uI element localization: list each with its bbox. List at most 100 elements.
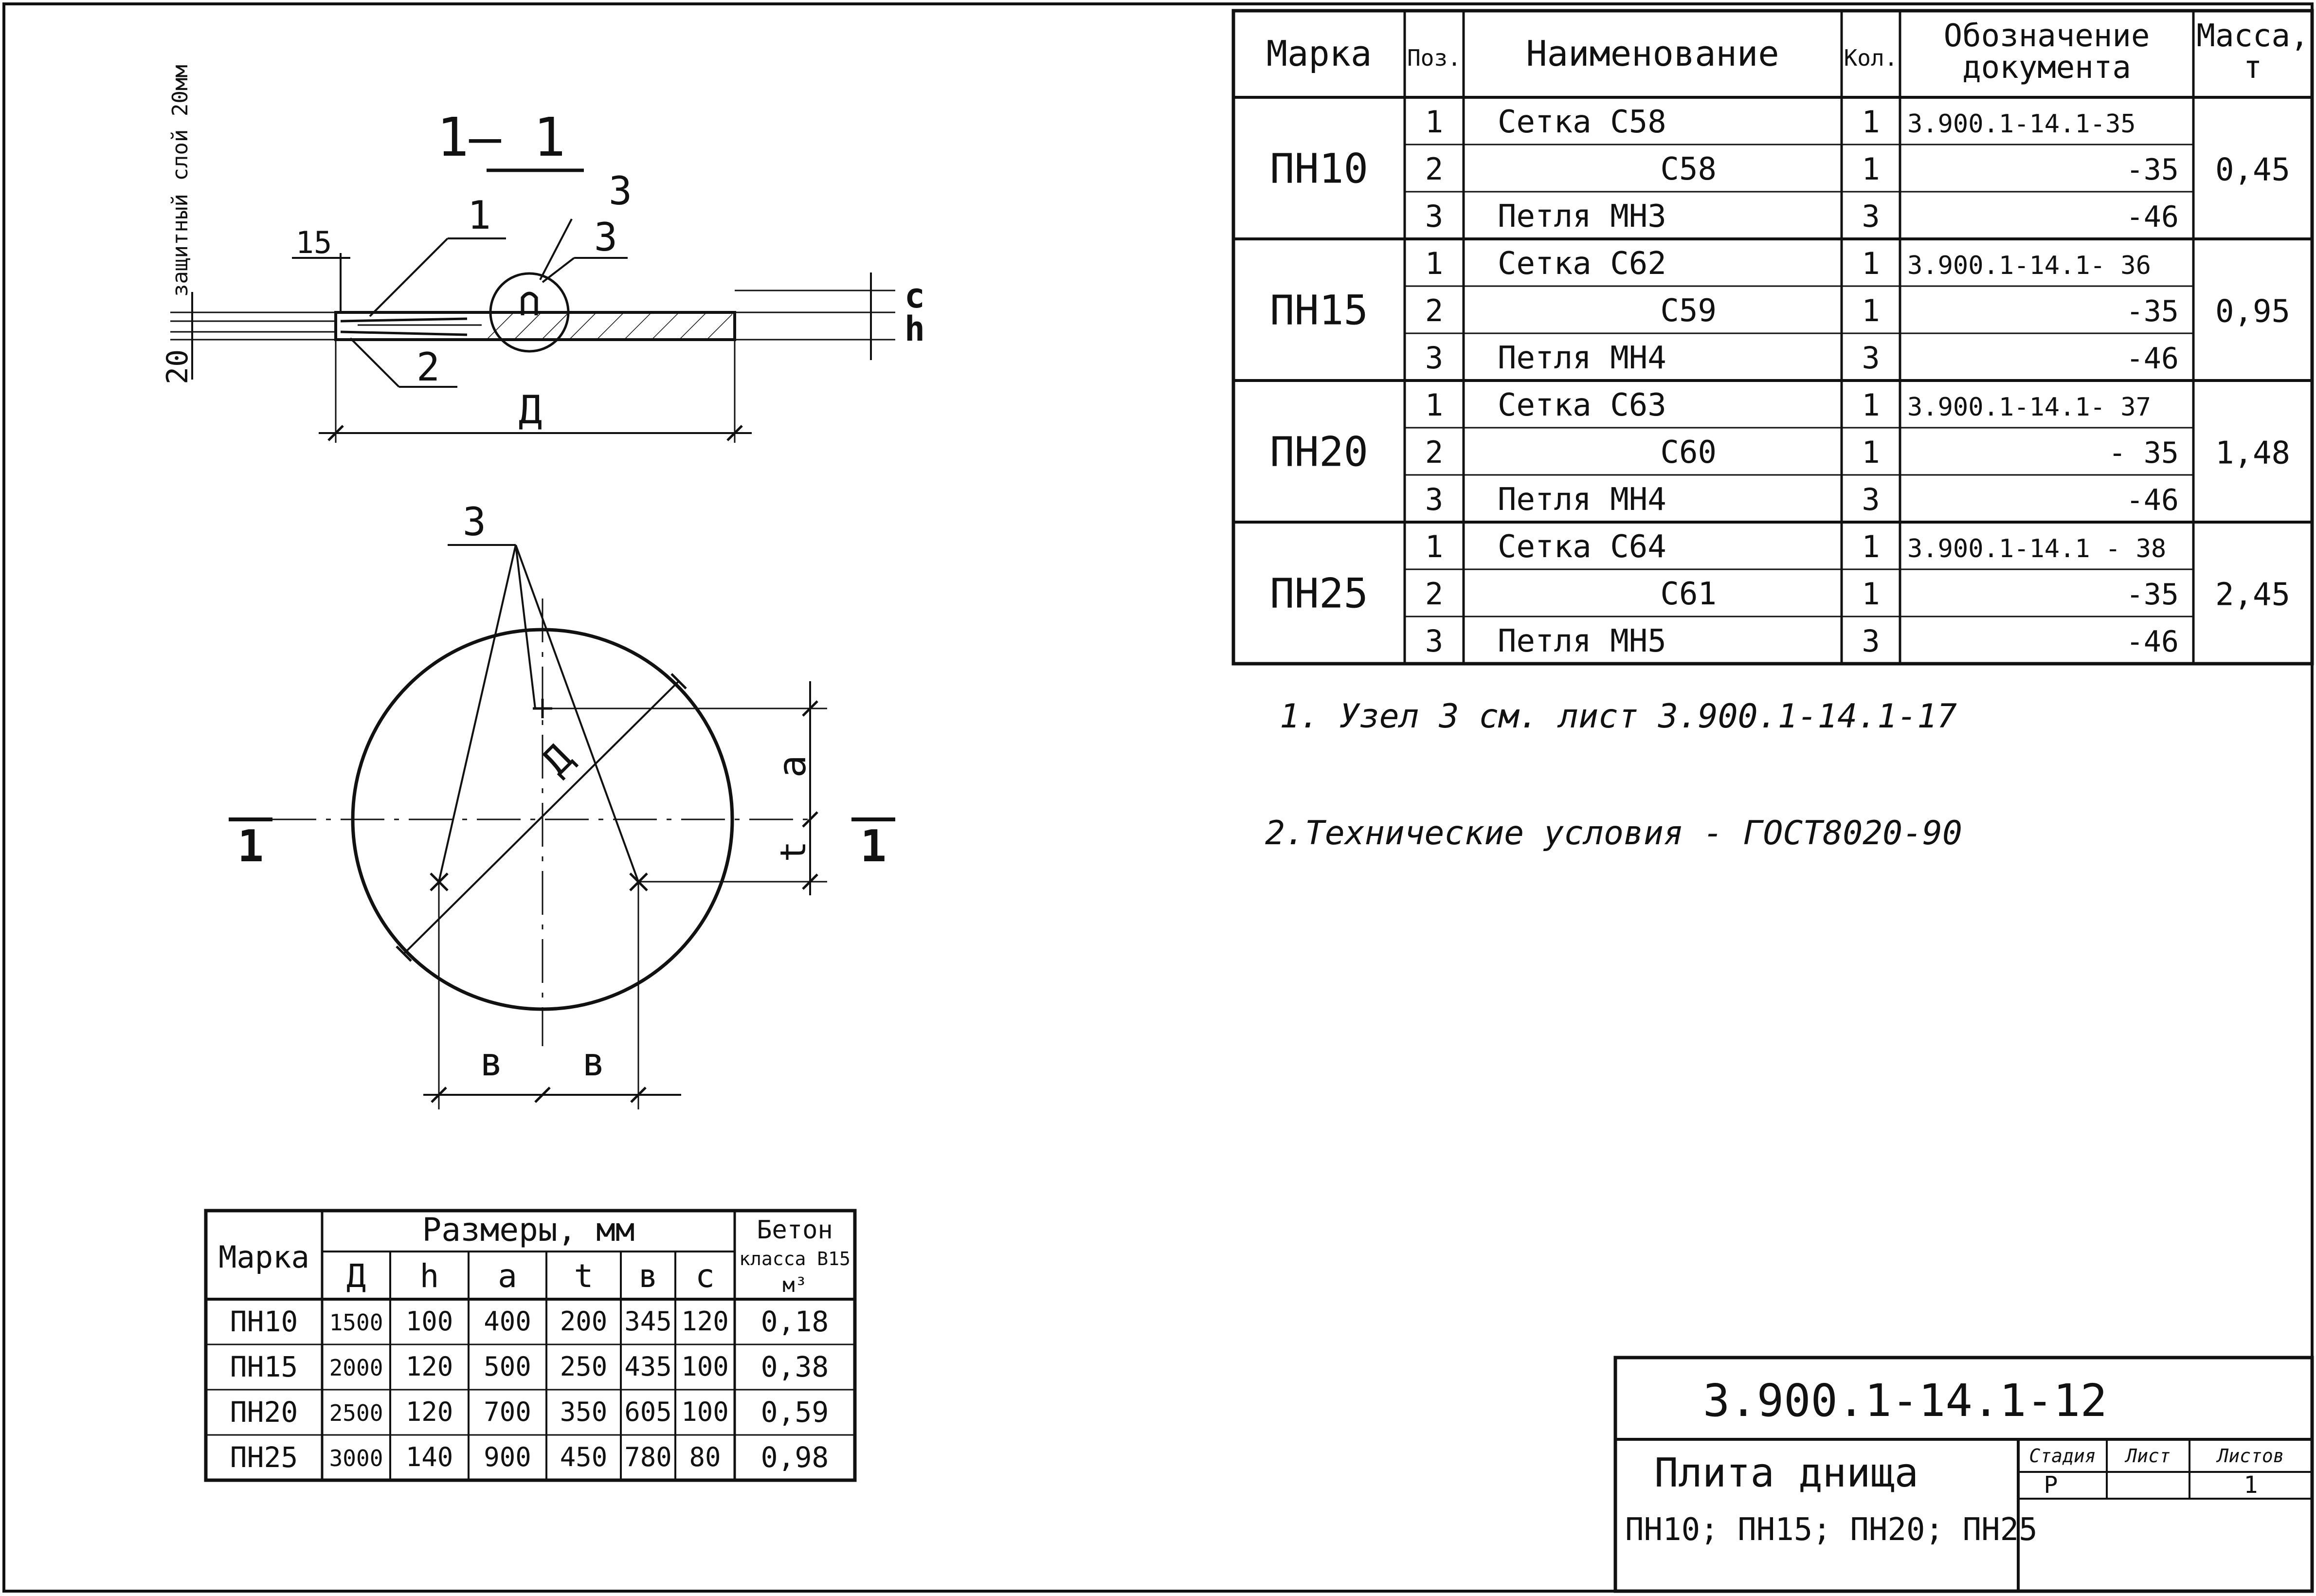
dims-cell: 1500 <box>329 1309 383 1336</box>
section-label-2: 2 <box>416 345 440 390</box>
dims-concrete: 0,98 <box>761 1441 829 1474</box>
dims-cell: 100 <box>406 1306 453 1337</box>
dims-cell: 2500 <box>329 1400 383 1426</box>
node-3-circle <box>489 272 570 353</box>
dims-header-sizes: Размеры, мм <box>422 1211 634 1249</box>
cut-mark-right: 1 <box>860 821 887 872</box>
dims-cell: 400 <box>484 1306 531 1337</box>
note-1: 1. Узел 3 см. лист 3.900.1-14.1-17 <box>1280 697 1957 736</box>
header-mass-line2: т <box>2244 50 2262 86</box>
spec-pos: 1 <box>1425 104 1443 140</box>
spec-pos: 2 <box>1425 151 1443 187</box>
spec-name: Петля МН4 <box>1498 482 1666 518</box>
dims-cell: 605 <box>624 1396 672 1427</box>
spec-mark: ПН20 <box>1270 428 1368 476</box>
spec-pos: 1 <box>1425 246 1443 281</box>
spec-doc: -46 <box>2126 342 2179 376</box>
spec-pos: 3 <box>1425 482 1443 517</box>
spec-frame <box>1231 9 2314 666</box>
header-doc-line2: документа <box>1962 50 2131 86</box>
spec-pos: 2 <box>1425 293 1443 328</box>
dim-h: h <box>905 309 925 349</box>
stage-label: Стадия <box>2029 1445 2096 1467</box>
spec-qty: 1 <box>1862 104 1880 140</box>
dim-c: c <box>905 276 925 316</box>
dims-col-header: а <box>498 1257 517 1295</box>
dims-cell: 200 <box>560 1306 608 1337</box>
dims-cell: 2000 <box>329 1355 383 1381</box>
spec-pos: 2 <box>1425 435 1443 470</box>
plan-dim-b2: в <box>582 1039 605 1085</box>
dims-cell: 900 <box>484 1442 531 1472</box>
spec-doc: 3.900.1-14.1- 36 <box>1907 251 2151 280</box>
header-name: Наименование <box>1526 33 1779 74</box>
dims-cell: 80 <box>689 1442 721 1472</box>
spec-qty: 1 <box>1862 529 1880 564</box>
dim-20: 20 <box>161 349 195 384</box>
spec-doc: -35 <box>2126 153 2179 187</box>
sheets-value: 1 <box>2244 1471 2258 1499</box>
stage-value: Р <box>2044 1471 2058 1499</box>
title-block: 3.900.1-14.1-12 Плита днища ПН10; ПН15; … <box>1613 1356 2314 1593</box>
header-pos: Поз. <box>1407 45 1461 71</box>
spec-qty: 3 <box>1862 199 1880 234</box>
spec-qty: 3 <box>1862 482 1880 517</box>
dims-frame <box>204 1209 857 1482</box>
spec-name: Петля МН3 <box>1498 199 1666 235</box>
dims-cell: 3000 <box>329 1445 383 1471</box>
spec-qty: 3 <box>1862 623 1880 659</box>
spec-mark: ПН10 <box>1270 145 1368 193</box>
dims-row-mark: ПН20 <box>230 1396 298 1429</box>
header-qty: Кол. <box>1844 45 1898 71</box>
spec-doc: -46 <box>2126 200 2179 234</box>
dims-cell: 120 <box>406 1351 453 1382</box>
dims-cell: 450 <box>560 1442 608 1472</box>
spec-mass: 2,45 <box>2215 577 2290 613</box>
dims-cell: 780 <box>624 1442 672 1472</box>
dims-header-concrete-1: Бетон <box>757 1215 833 1245</box>
plan-dim-t: t <box>773 841 814 862</box>
spec-name: Петля МН4 <box>1498 340 1666 376</box>
spec-pos: 3 <box>1425 199 1443 234</box>
section-label-3b: 3 <box>594 215 617 260</box>
dims-col-header: h <box>420 1257 439 1295</box>
spec-pos: 2 <box>1425 576 1443 612</box>
dims-concrete: 0,18 <box>761 1305 829 1338</box>
spec-doc: - 35 <box>2109 436 2179 470</box>
dims-cell: 120 <box>681 1306 729 1337</box>
sheet-label: Лист <box>2124 1445 2171 1467</box>
doc-name-2: ПН10; ПН15; ПН20; ПН25 <box>1625 1512 2038 1548</box>
spec-mark: ПН15 <box>1270 287 1368 334</box>
dims-row-mark: ПН10 <box>230 1305 298 1338</box>
plan-dim-a: a <box>771 755 814 778</box>
dims-concrete: 0,59 <box>761 1396 829 1429</box>
dims-row-mark: ПН15 <box>230 1350 298 1383</box>
spec-pos: 3 <box>1425 340 1443 376</box>
spec-name: Сетка С58 <box>1498 104 1666 140</box>
dims-col-header: t <box>574 1257 594 1295</box>
section-view: 1– 1 1 2 3 3 15 20 защитный слой <box>161 65 925 443</box>
dim-15: 15 <box>296 225 332 260</box>
plan-dim-D: Д <box>534 736 581 783</box>
header-mark: Марка <box>1267 33 1372 74</box>
slab-hatch <box>487 314 732 338</box>
section-label-3a: 3 <box>609 168 632 214</box>
dims-cell: 500 <box>484 1351 531 1382</box>
spec-qty: 1 <box>1862 435 1880 470</box>
dims-header-mark: Марка <box>218 1239 309 1275</box>
section-dim-D: Д <box>519 387 542 433</box>
dims-cell: 120 <box>406 1396 453 1427</box>
spec-qty: 1 <box>1862 293 1880 328</box>
section-label-1: 1 <box>468 193 491 238</box>
spec-mass: 0,95 <box>2215 294 2290 330</box>
doc-code: 3.900.1-14.1-12 <box>1703 1375 2107 1427</box>
spec-doc: -46 <box>2126 483 2179 517</box>
doc-name-1: Плита днища <box>1654 1450 1918 1496</box>
spec-doc: -46 <box>2126 625 2179 659</box>
section-title: 1– 1 <box>437 106 566 168</box>
sheets-label: Листов <box>2216 1445 2284 1467</box>
plan-label-3: 3 <box>463 499 486 544</box>
